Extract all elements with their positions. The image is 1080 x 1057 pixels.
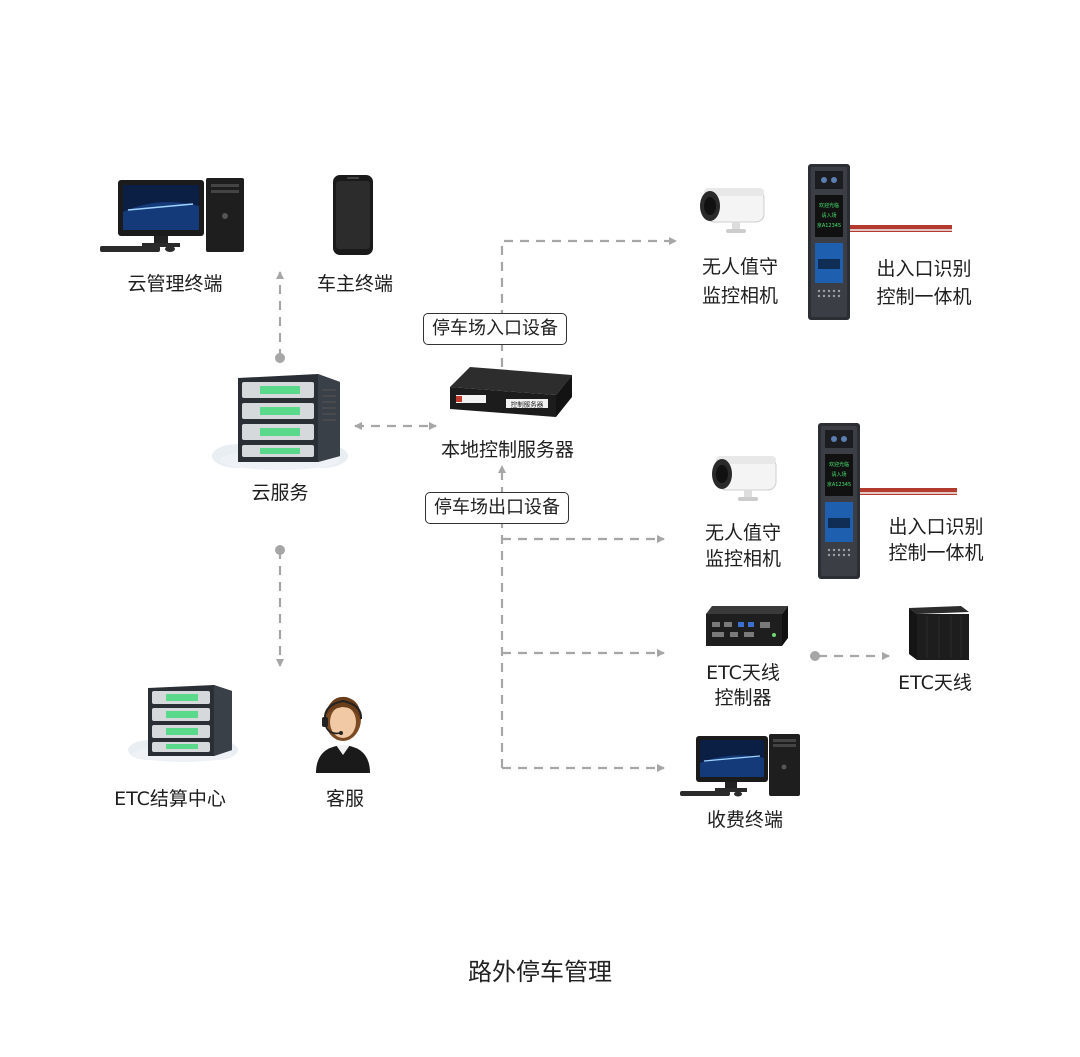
entry-camera-label-line2: 监控相机 bbox=[701, 285, 778, 307]
svg-text:欢迎光临: 欢迎光临 bbox=[819, 202, 839, 209]
cloud-service-label: 云服务 bbox=[251, 482, 309, 504]
svg-text:请入场: 请入场 bbox=[821, 212, 836, 219]
etc-center-label: ETC结算中心 bbox=[114, 788, 226, 810]
etc-controller-label-line2: 控制器 bbox=[714, 687, 772, 709]
local-server-label: 本地控制服务器 bbox=[440, 439, 574, 461]
exit-gate-label-line1: 出入口识别 bbox=[888, 516, 984, 538]
entry-gate-kiosk-icon: 欢迎光临 请入场 京A12345 bbox=[805, 163, 955, 321]
owner-phone-icon bbox=[332, 174, 374, 256]
toll-terminal-computer-icon bbox=[678, 733, 802, 799]
svg-text:京A12345: 京A12345 bbox=[817, 222, 841, 229]
customer-service-label: 客服 bbox=[325, 788, 364, 810]
cloud-terminal-computer-icon bbox=[98, 176, 248, 256]
entry-group-box: 停车场入口设备 bbox=[423, 313, 567, 345]
local-server-box-icon: 控制服务器 bbox=[444, 365, 574, 423]
server-brand-text: 控制服务器 bbox=[511, 400, 544, 409]
cloud-terminal-label: 云管理终端 bbox=[127, 273, 223, 295]
entry-camera-label-line1: 无人值守 bbox=[701, 256, 778, 278]
etc-antenna-icon bbox=[903, 604, 971, 662]
etc-controller-label-line1: ETC天线 bbox=[706, 662, 780, 684]
exit-camera-label-line2: 监控相机 bbox=[704, 548, 781, 570]
etc-controller-icon bbox=[704, 604, 790, 648]
entry-gate-label-line1: 出入口识别 bbox=[876, 258, 972, 280]
exit-camera-label-line1: 无人值守 bbox=[704, 522, 781, 544]
cloud-server-icon bbox=[210, 370, 350, 470]
exit-gate-label-line2: 控制一体机 bbox=[888, 542, 984, 564]
owner-terminal-label: 车主终端 bbox=[316, 273, 393, 295]
exit-group-box: 停车场出口设备 bbox=[425, 492, 569, 524]
svg-text:请入场: 请入场 bbox=[831, 471, 846, 478]
svg-text:京A12345: 京A12345 bbox=[827, 481, 851, 488]
exit-gate-kiosk-icon: 欢迎光临 请入场 京A12345 bbox=[815, 422, 965, 580]
diagram-caption: 路外停车管理 bbox=[468, 958, 612, 986]
exit-camera-icon bbox=[710, 454, 778, 502]
connector-server-to-entry bbox=[500, 237, 677, 367]
entry-gate-label-line2: 控制一体机 bbox=[876, 286, 972, 308]
customer-service-agent-icon bbox=[312, 689, 374, 773]
toll-terminal-label: 收费终端 bbox=[706, 809, 783, 831]
entry-camera-icon bbox=[698, 186, 766, 234]
etc-center-server-icon bbox=[128, 682, 238, 762]
etc-antenna-label: ETC天线 bbox=[898, 672, 972, 694]
svg-text:欢迎光临: 欢迎光临 bbox=[829, 461, 849, 468]
